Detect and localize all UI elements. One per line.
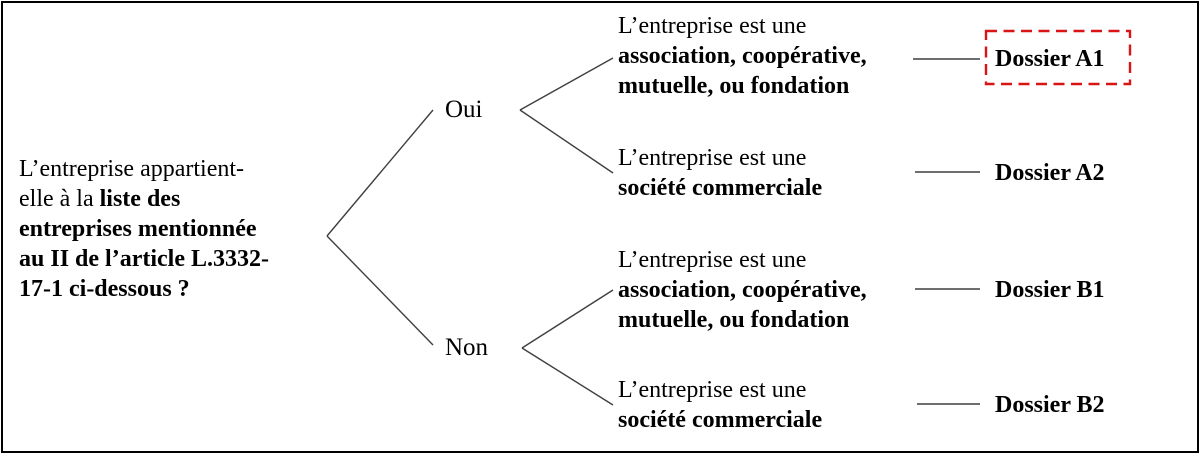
node-a1-intro: L’entreprise est une <box>618 13 807 39</box>
node-b1-description: L’entreprise est une association, coopér… <box>618 245 867 335</box>
edge-non-b1 <box>521 289 614 349</box>
question-line-3: entreprises mentionnée <box>19 216 257 242</box>
node-b2-description: L’entreprise est une société commerciale <box>618 375 822 435</box>
edge-oui-a2 <box>519 109 614 174</box>
branch-label-non: Non <box>445 334 489 361</box>
node-b2-type-line-1: société commerciale <box>618 407 823 433</box>
node-b1-type-line-2: mutuelle, ou fondation <box>618 307 850 333</box>
branch-label-oui: Oui <box>445 96 483 123</box>
node-a1-type-line-1: association, coopérative, <box>618 43 867 69</box>
outcome-dossier-a2: Dossier A2 <box>995 160 1105 186</box>
highlight-box-dossier-a1 <box>984 29 1132 86</box>
edge-root-oui <box>326 109 434 237</box>
node-a2-intro: L’entreprise est une <box>618 145 807 171</box>
node-a1-description: L’entreprise est une association, coopér… <box>618 11 867 101</box>
node-a2-description: L’entreprise est une société commerciale <box>618 143 822 203</box>
edge-oui-a1 <box>519 57 614 111</box>
root-question: L’entreprise appartient- elle à la liste… <box>19 154 269 304</box>
outcome-dossier-b1: Dossier B1 <box>995 277 1105 303</box>
edge-non-b2 <box>521 347 614 406</box>
node-b1-type-line-1: association, coopérative, <box>618 277 867 303</box>
node-a2-type-line-1: société commerciale <box>618 175 823 201</box>
outcome-dossier-a1: Dossier A1 <box>995 46 1105 72</box>
question-line-1: L’entreprise appartient- <box>19 156 245 182</box>
node-b2-intro: L’entreprise est une <box>618 377 807 403</box>
node-b1-intro: L’entreprise est une <box>618 247 807 273</box>
node-a1-type-line-2: mutuelle, ou fondation <box>618 73 850 99</box>
outcome-dossier-b2: Dossier B2 <box>995 392 1105 418</box>
question-line-5: 17-1 ci-dessous ? <box>19 276 190 302</box>
question-line-2: elle à la liste des <box>19 186 181 212</box>
question-line-4: au II de l’article L.3332- <box>19 246 269 272</box>
edge-root-non <box>326 235 434 346</box>
